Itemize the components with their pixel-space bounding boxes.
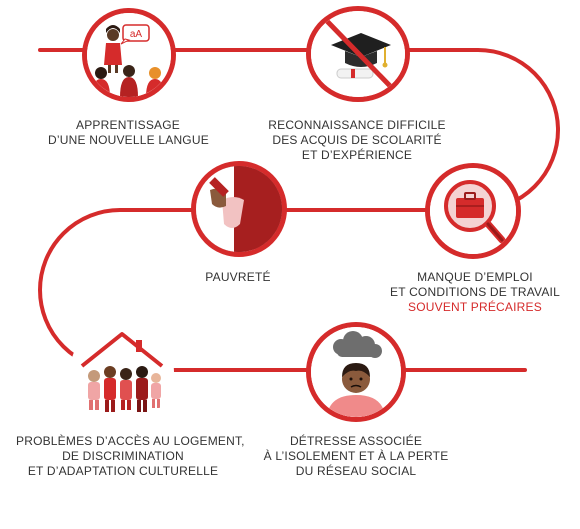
caption-line: ET D’EXPÉRIENCE xyxy=(301,148,413,162)
caption-line: DU RÉSEAU SOCIAL xyxy=(295,464,417,478)
briefcase-magnifier-icon xyxy=(425,163,521,259)
people-under-roof-icon xyxy=(70,320,174,424)
caption-line: À L’ISOLEMENT ET À LA PERTE xyxy=(263,449,449,463)
teacher-classroom-icon: aA xyxy=(82,8,176,102)
step-emploi-caption: MANQUE D’EMPLOI ET CONDITIONS DE TRAVAIL… xyxy=(386,270,564,315)
empty-pocket-icon xyxy=(191,161,287,257)
caption-line: APPRENTISSAGE xyxy=(76,118,180,132)
caption-line: ET D’ADAPTATION CULTURELLE xyxy=(27,464,219,478)
caption-line: MANQUE D’EMPLOI xyxy=(417,270,533,284)
caption-line: RECONNAISSANCE DIFFICILE xyxy=(268,118,446,132)
caption-line: DES ACQUIS DE SCOLARITÉ xyxy=(272,133,442,147)
caption-line: D’UNE NOUVELLE LANGUE xyxy=(48,133,209,147)
bubble-text: aA xyxy=(130,29,143,40)
caption-line: SOUVENT PRÉCAIRES xyxy=(408,300,542,314)
caption-line: PROBLÈMES D’ACCÈS AU LOGEMENT, xyxy=(16,434,245,448)
caption-line: PAUVRETÉ xyxy=(205,270,271,284)
step-detresse-caption: DÉTRESSE ASSOCIÉE À L’ISOLEMENT ET À LA … xyxy=(258,434,454,479)
crossed-graduation-cap-icon xyxy=(306,6,410,102)
person-under-cloud-icon xyxy=(306,322,406,422)
caption-line: ET CONDITIONS DE TRAVAIL xyxy=(390,285,560,299)
path-line xyxy=(38,48,560,372)
step-logement-caption: PROBLÈMES D’ACCÈS AU LOGEMENT, DE DISCRI… xyxy=(16,434,245,479)
caption-line: DE DISCRIMINATION xyxy=(62,449,184,463)
caption-line: DÉTRESSE ASSOCIÉE xyxy=(289,434,423,448)
step-pauvrete-caption: PAUVRETÉ xyxy=(190,270,286,285)
step-langue-caption: APPRENTISSAGE D’UNE NOUVELLE LANGUE xyxy=(48,118,209,148)
step-reconnaissance-caption: RECONNAISSANCE DIFFICILE DES ACQUIS DE S… xyxy=(262,118,452,163)
